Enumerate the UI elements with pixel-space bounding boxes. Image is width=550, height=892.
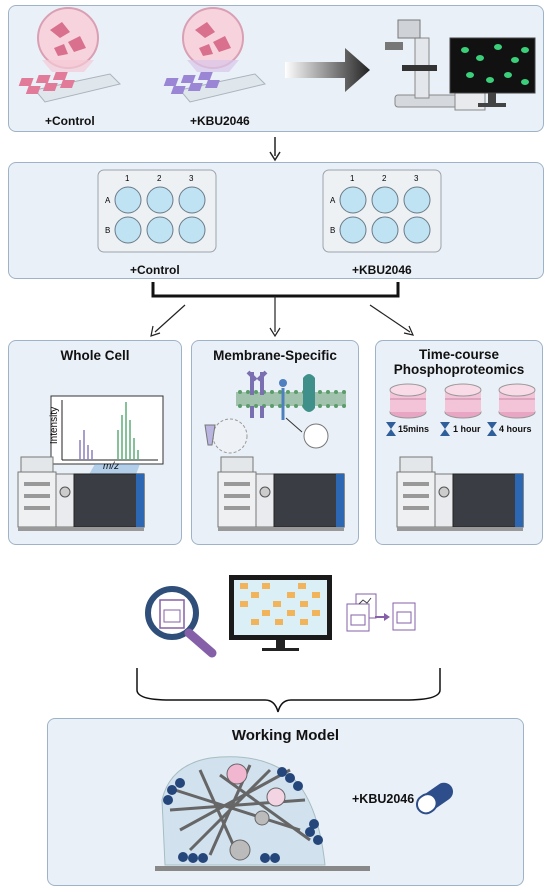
timecourse-title-1: Time-course xyxy=(418,347,500,362)
magnifier-doc-icon xyxy=(145,586,217,658)
arrow-icon xyxy=(285,48,370,92)
plate-well xyxy=(339,216,367,244)
heatmap-monitor-icon xyxy=(229,575,332,651)
hourglass-icon xyxy=(440,422,450,436)
monitor-icon xyxy=(449,37,536,107)
kbu-label: +KBU2046 xyxy=(190,114,250,128)
plate-row-label: A xyxy=(105,196,111,205)
time-point-dishes xyxy=(386,383,536,436)
plate-row-label: B xyxy=(105,226,110,235)
plate-row-label: B xyxy=(330,226,335,235)
plate-col-label: 3 xyxy=(189,174,194,183)
timecourse-title-2: Phosphoproteomics xyxy=(393,362,525,377)
control-label: +Control xyxy=(45,114,95,128)
cell-model-icon xyxy=(155,756,370,871)
drug-capsule-icon xyxy=(415,782,454,815)
dish-15mins-icon xyxy=(389,383,427,419)
plate-well xyxy=(114,186,142,214)
kbu-cells-magnified-icon xyxy=(182,7,244,72)
time-1hour-label: 1 hour xyxy=(453,424,481,434)
membrane-receptors-icon xyxy=(204,370,346,454)
plate-well xyxy=(403,186,431,214)
dish-4hours-icon xyxy=(498,383,536,419)
plate-well xyxy=(114,216,142,244)
plate-well xyxy=(178,216,206,244)
plate-col-label: 2 xyxy=(382,174,387,183)
time-15mins-label: 15mins xyxy=(398,424,430,434)
plate-panel xyxy=(8,162,544,279)
hourglass-icon xyxy=(487,422,497,436)
merge-brace xyxy=(136,668,441,713)
plate-well xyxy=(371,186,399,214)
x-axis-label: m/z xyxy=(103,461,120,472)
time-4hours-label: 4 hours xyxy=(499,424,532,434)
plate-col-label: 1 xyxy=(350,174,355,183)
plate-row-label: A xyxy=(330,196,336,205)
plate-well xyxy=(339,186,367,214)
plate-well xyxy=(371,216,399,244)
down-arrow-icon xyxy=(269,137,281,162)
plate-kbu-label: +KBU2046 xyxy=(352,263,412,277)
working-model-title: Working Model xyxy=(231,727,340,744)
dish-1hour-icon xyxy=(444,383,482,419)
branch-connector xyxy=(150,282,415,338)
kbu-slide-icon xyxy=(163,72,266,103)
plate-well xyxy=(146,186,174,214)
control-slide-icon xyxy=(18,72,121,103)
whole-cell-title: Whole Cell xyxy=(60,348,130,363)
membrane-title: Membrane-Specific xyxy=(213,348,337,363)
plate-col-label: 2 xyxy=(157,174,162,183)
plate-col-label: 3 xyxy=(414,174,419,183)
plate-control-label: +Control xyxy=(130,263,180,277)
kbu-plate-icon: 1 2 3A B xyxy=(322,169,442,253)
plate-well xyxy=(178,186,206,214)
control-cells-magnified-icon xyxy=(37,7,99,72)
plate-col-label: 1 xyxy=(125,174,130,183)
model-drug-label: +KBU2046 xyxy=(352,792,415,806)
control-plate-icon: 1 2 3A B xyxy=(97,169,217,253)
hourglass-icon xyxy=(386,422,396,436)
plate-well xyxy=(403,216,431,244)
plate-well xyxy=(146,216,174,244)
data-processing-icon xyxy=(346,593,416,632)
